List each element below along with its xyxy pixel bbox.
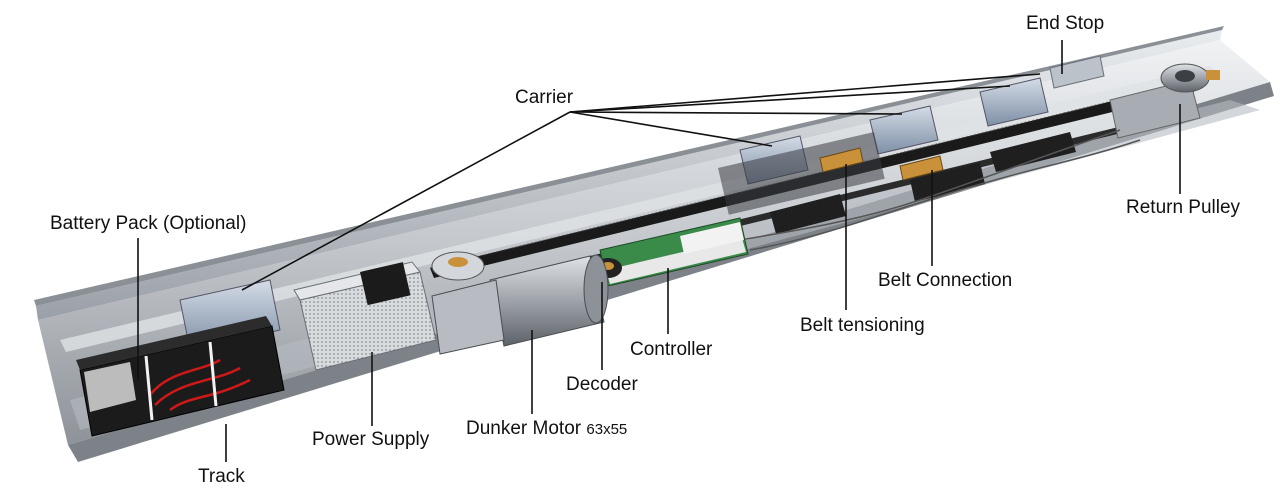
- wiring: [739, 129, 1141, 251]
- leader-carrier-2: [569, 111, 773, 147]
- label-controller: Controller: [630, 339, 713, 360]
- label-dunker-motor-name: Dunker Motor: [466, 418, 582, 439]
- power-supply: [293, 261, 437, 371]
- end-stop: [1049, 55, 1105, 89]
- label-track: Track: [198, 466, 245, 487]
- label-carrier: Carrier: [515, 87, 574, 108]
- leader-carrier-3: [569, 111, 903, 115]
- leader-carrier-5: [569, 73, 1041, 113]
- belt-clamps: [770, 132, 1076, 234]
- label-belt-connection: Belt Connection: [878, 270, 1013, 291]
- label-dunker-motor-size: 63x55: [586, 421, 628, 438]
- label-return-pulley: Return Pulley: [1126, 197, 1241, 218]
- leader-carrier-4: [569, 85, 1011, 113]
- leader-carrier-1: [241, 111, 571, 291]
- dunker-motor: [431, 251, 609, 355]
- label-battery-pack: Battery Pack (Optional): [50, 213, 247, 234]
- controller: [599, 217, 749, 287]
- label-decoder: Decoder: [566, 374, 638, 395]
- return-pulley: [1109, 63, 1220, 139]
- leader-lines: [137, 40, 1181, 462]
- label-end-stop: End Stop: [1026, 13, 1105, 34]
- battery-pack: [76, 316, 285, 437]
- label-belt-tensioning: Belt tensioning: [800, 315, 925, 336]
- label-dunker-motor: Dunker Motor 63x55: [466, 419, 627, 438]
- label-power-supply: Power Supply: [312, 429, 430, 450]
